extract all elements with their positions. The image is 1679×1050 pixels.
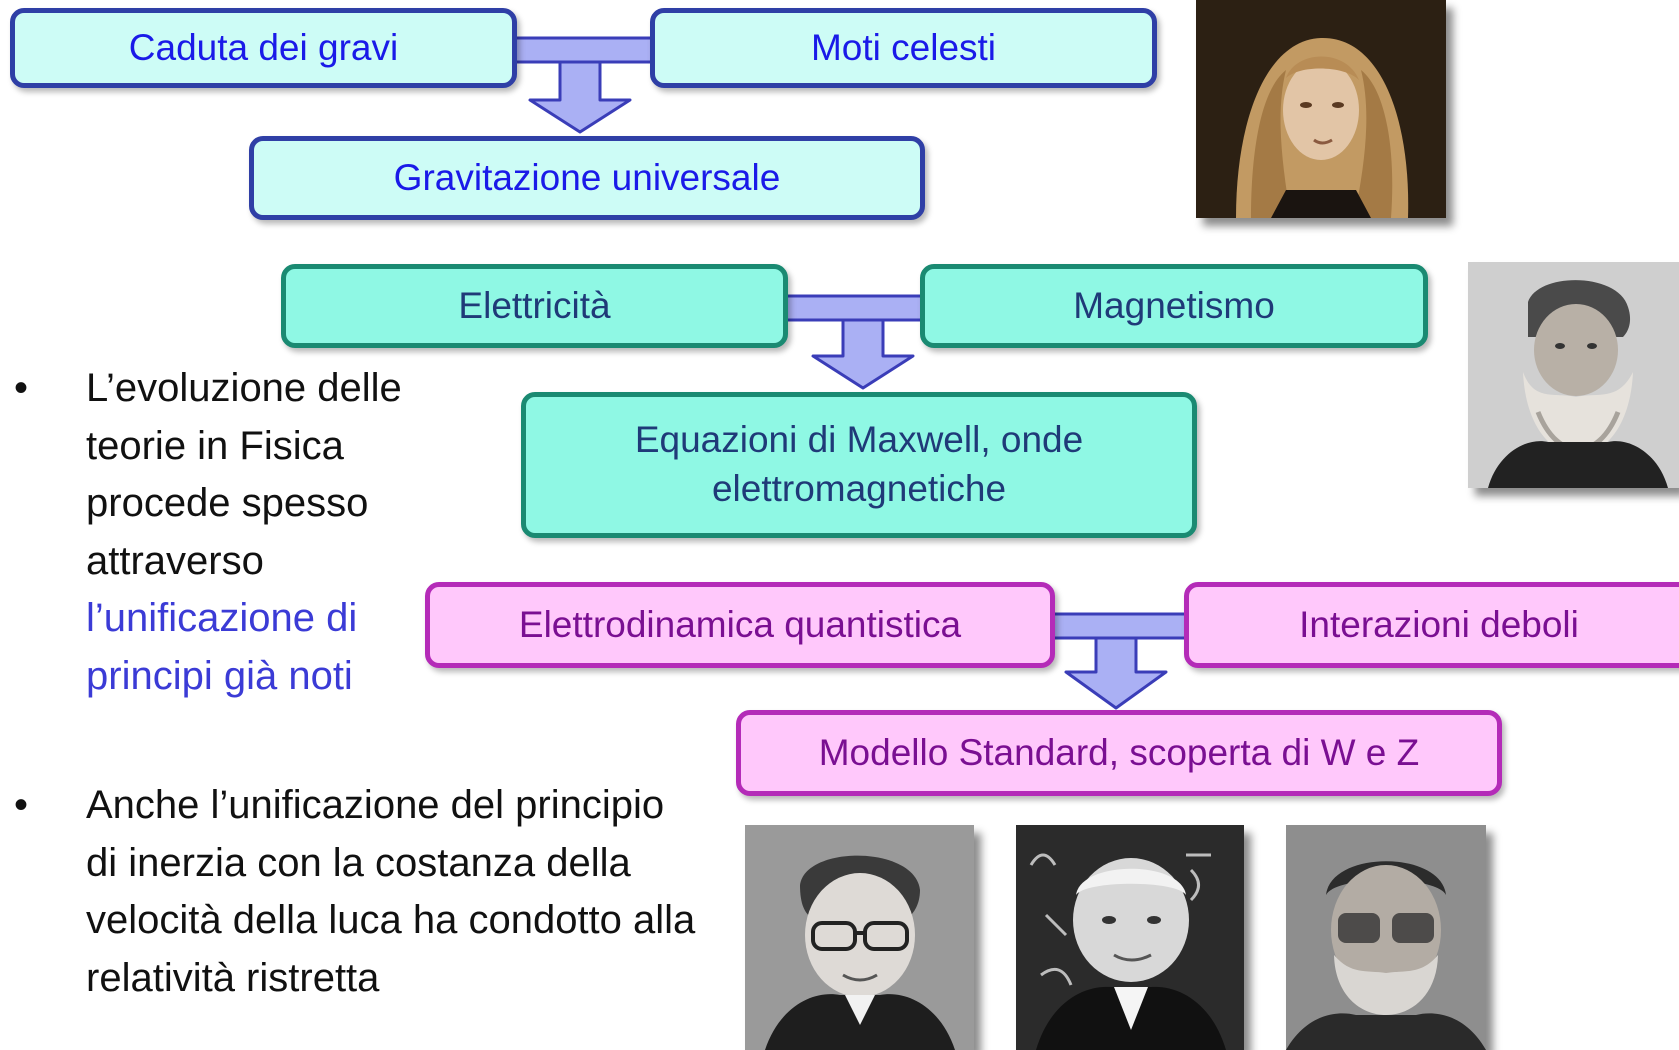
box-magnetismo: Magnetismo <box>920 264 1428 348</box>
box-elettricita: Elettricità <box>281 264 788 348</box>
box-elettrodinamica-quantistica: Elettrodinamica quantistica <box>425 582 1055 668</box>
box-interazioni-deboli: Interazioni deboli <box>1184 582 1679 668</box>
portrait-weinberg <box>1016 825 1244 1050</box>
bullet-highlight: l’unificazione di principi già noti <box>86 596 358 698</box>
box-label: Elettrodinamica quantistica <box>518 603 962 645</box>
box-label: Caduta dei gravi <box>128 26 399 68</box>
box-label: Gravitazione universale <box>393 156 781 198</box>
box-label: Interazioni deboli <box>1299 603 1579 645</box>
portrait-salam <box>1286 825 1486 1050</box>
box-gravitazione-universale: Gravitazione universale <box>249 136 925 220</box>
bullet-text: L’evoluzione delle teorie in Fisica proc… <box>86 366 402 583</box>
bullet-relativita: • Anche l’unificazione del principio di … <box>14 777 706 1007</box>
bullet-evoluzione: • L’evoluzione delle teorie in Fisica pr… <box>14 360 426 705</box>
box-label: Moti celesti <box>810 26 997 68</box>
box-equazioni-di-maxwell: Equazioni di Maxwell, onde elettromagnet… <box>521 392 1197 538</box>
portrait-glashow <box>745 825 974 1050</box>
box-label: Magnetismo <box>1073 284 1275 326</box>
bullet-dot: • <box>14 366 29 410</box>
portrait-maxwell <box>1468 262 1679 488</box>
box-label: Modello Standard, scoperta di W e Z <box>818 731 1420 773</box>
bullet-text: Anche l’unificazione del principio di in… <box>86 783 696 1000</box>
box-modello-standard: Modello Standard, scoperta di W e Z <box>736 710 1502 796</box>
box-label: Equazioni di Maxwell, onde elettromagnet… <box>634 419 1084 509</box>
box-moti-celesti: Moti celesti <box>650 8 1157 88</box>
portrait-newton <box>1196 0 1446 218</box>
merge-arrow-row1 <box>488 36 662 134</box>
merge-arrow-row2 <box>776 294 930 390</box>
bullet-dot: • <box>14 783 29 827</box>
box-caduta-dei-gravi: Caduta dei gravi <box>10 8 517 88</box>
box-label: Elettricità <box>458 284 611 326</box>
